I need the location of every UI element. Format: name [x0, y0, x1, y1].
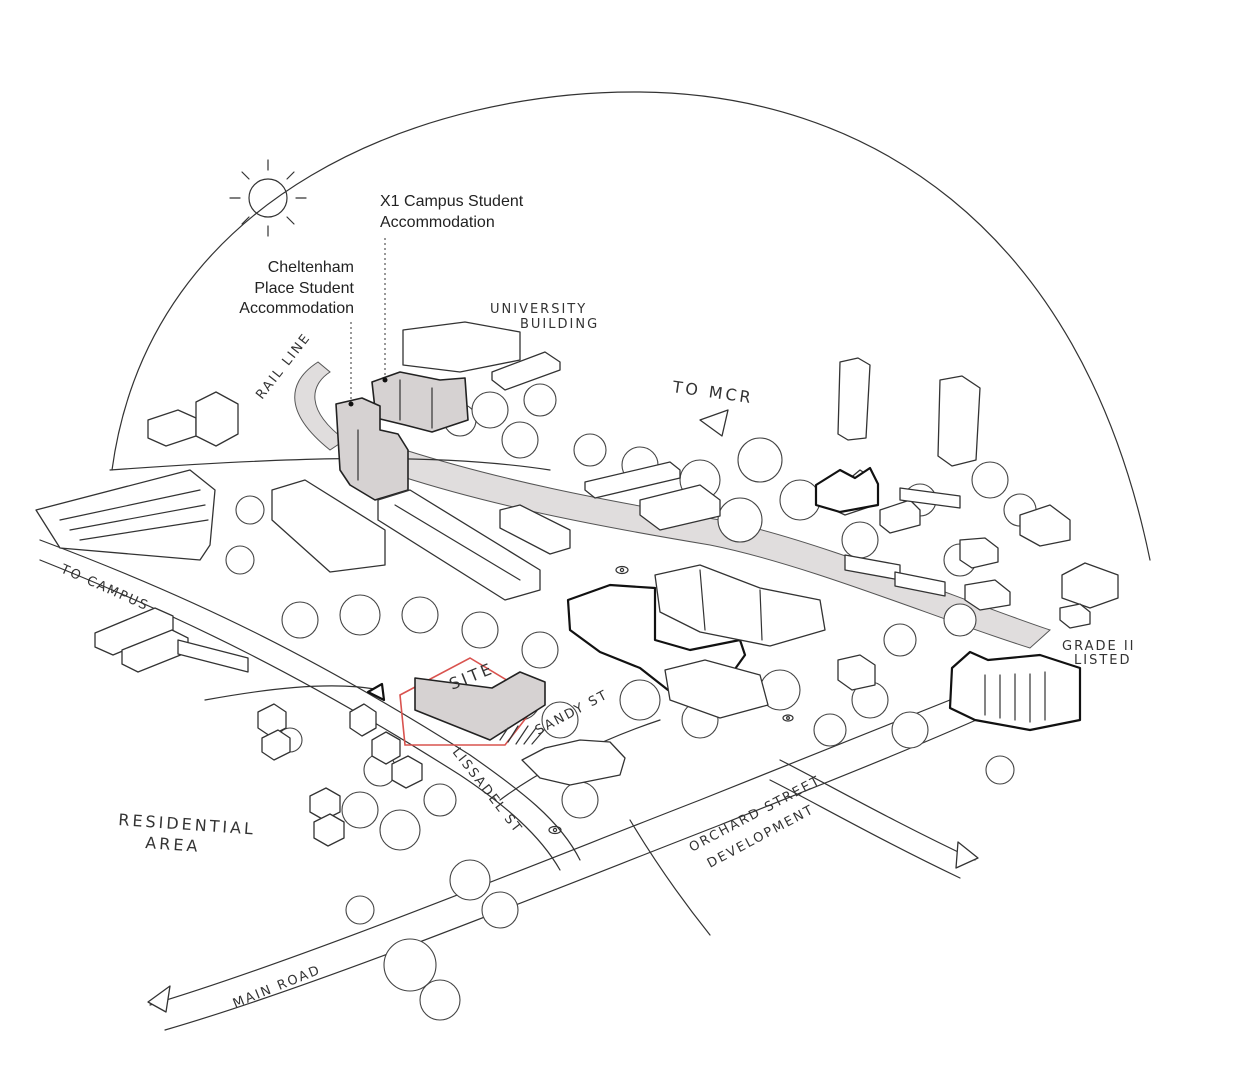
rail-corridor	[399, 449, 1051, 649]
label-grade-listed-line1: GRADE II	[1062, 639, 1136, 654]
eye-icon	[548, 565, 794, 835]
site-marker	[399, 657, 546, 746]
x1-campus-accommodation	[371, 371, 469, 433]
institutional-complex	[566, 564, 826, 719]
arrow-icon-main-road	[147, 985, 171, 1013]
cheltenham-place-accommodation	[335, 397, 409, 501]
leader-dot-x1	[382, 377, 388, 383]
tower-blocks	[837, 357, 981, 467]
arrow-icon-site	[366, 682, 386, 702]
label-university-line2: BUILDING	[520, 317, 599, 332]
university-building	[402, 321, 561, 391]
label-cheltenham-line2: Place Student	[254, 280, 354, 297]
warehouse-sheds	[35, 469, 386, 573]
leader-dot-cheltenham	[348, 401, 354, 407]
terraced-rows	[377, 489, 571, 601]
site-hatching	[499, 725, 545, 745]
label-main-road: MAIN ROAD	[231, 963, 324, 1012]
label-university-line1: UNIVERSITY	[490, 302, 587, 317]
rail-curve	[294, 361, 346, 451]
label-to-campus: TO CAMPUS	[57, 562, 151, 615]
sun-path-arc	[111, 91, 1151, 561]
grade-ii-facade	[984, 671, 1046, 723]
arrow-icon-orchard	[955, 841, 979, 869]
sun-icon	[229, 159, 307, 237]
label-grade-listed-line2: LISTED	[1074, 653, 1132, 668]
label-cheltenham-line3: Accommodation	[239, 300, 354, 317]
road-network	[39, 457, 1011, 1031]
arrow-icon-to-mcr	[699, 409, 729, 437]
lodge-building	[521, 739, 626, 786]
label-residential-line2: AREA	[145, 833, 201, 856]
label-cheltenham-line1: Cheltenham	[268, 259, 354, 276]
label-to-mcr: TO MCR	[670, 377, 754, 407]
label-x1-campus-line2: Accommodation	[380, 214, 495, 231]
tree-clusters	[225, 383, 1037, 1021]
house-blocks-residential	[94, 391, 423, 847]
label-residential-line1: RESIDENTIAL	[118, 810, 257, 839]
label-x1-campus-line1: X1 Campus Student	[380, 193, 524, 210]
victorian-villa	[814, 466, 880, 514]
